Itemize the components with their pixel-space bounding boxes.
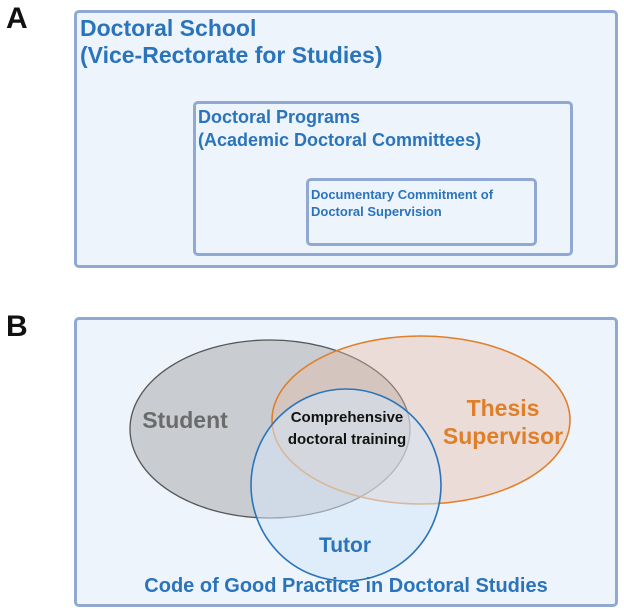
documentary-commitment-line1: Documentary Commitment of: [311, 187, 494, 202]
supervisor-label-line1: Thesis: [467, 395, 540, 421]
center-label-line1: Comprehensive: [291, 409, 404, 426]
supervisor-label-line2: Supervisor: [443, 423, 563, 449]
doctoral-programs-line1: Doctoral Programs: [198, 107, 361, 127]
doctoral-school-line1: Doctoral School: [80, 15, 257, 41]
center-label-line2: doctoral training: [288, 431, 406, 448]
documentary-commitment-line2: Doctoral Supervision: [311, 204, 442, 219]
documentary-commitment-box: [306, 178, 537, 246]
documentary-commitment-title: Documentary Commitment of Doctoral Super…: [311, 186, 493, 220]
doctoral-programs-line2: (Academic Doctoral Committees): [198, 130, 482, 150]
tutor-ellipse: [250, 388, 442, 582]
doctoral-programs-title: Doctoral Programs (Academic Doctoral Com…: [198, 106, 481, 152]
doctoral-school-title: Doctoral School (Vice-Rectorate for Stud…: [80, 15, 382, 69]
panel-b-label: B: [6, 310, 28, 343]
panel-a-label: A: [6, 2, 28, 35]
doctoral-school-line2: (Vice-Rectorate for Studies): [80, 42, 383, 68]
student-label: Student: [142, 407, 228, 433]
code-of-good-practice-title: Code of Good Practice in Doctoral Studie…: [144, 575, 547, 597]
tutor-label: Tutor: [319, 534, 371, 557]
